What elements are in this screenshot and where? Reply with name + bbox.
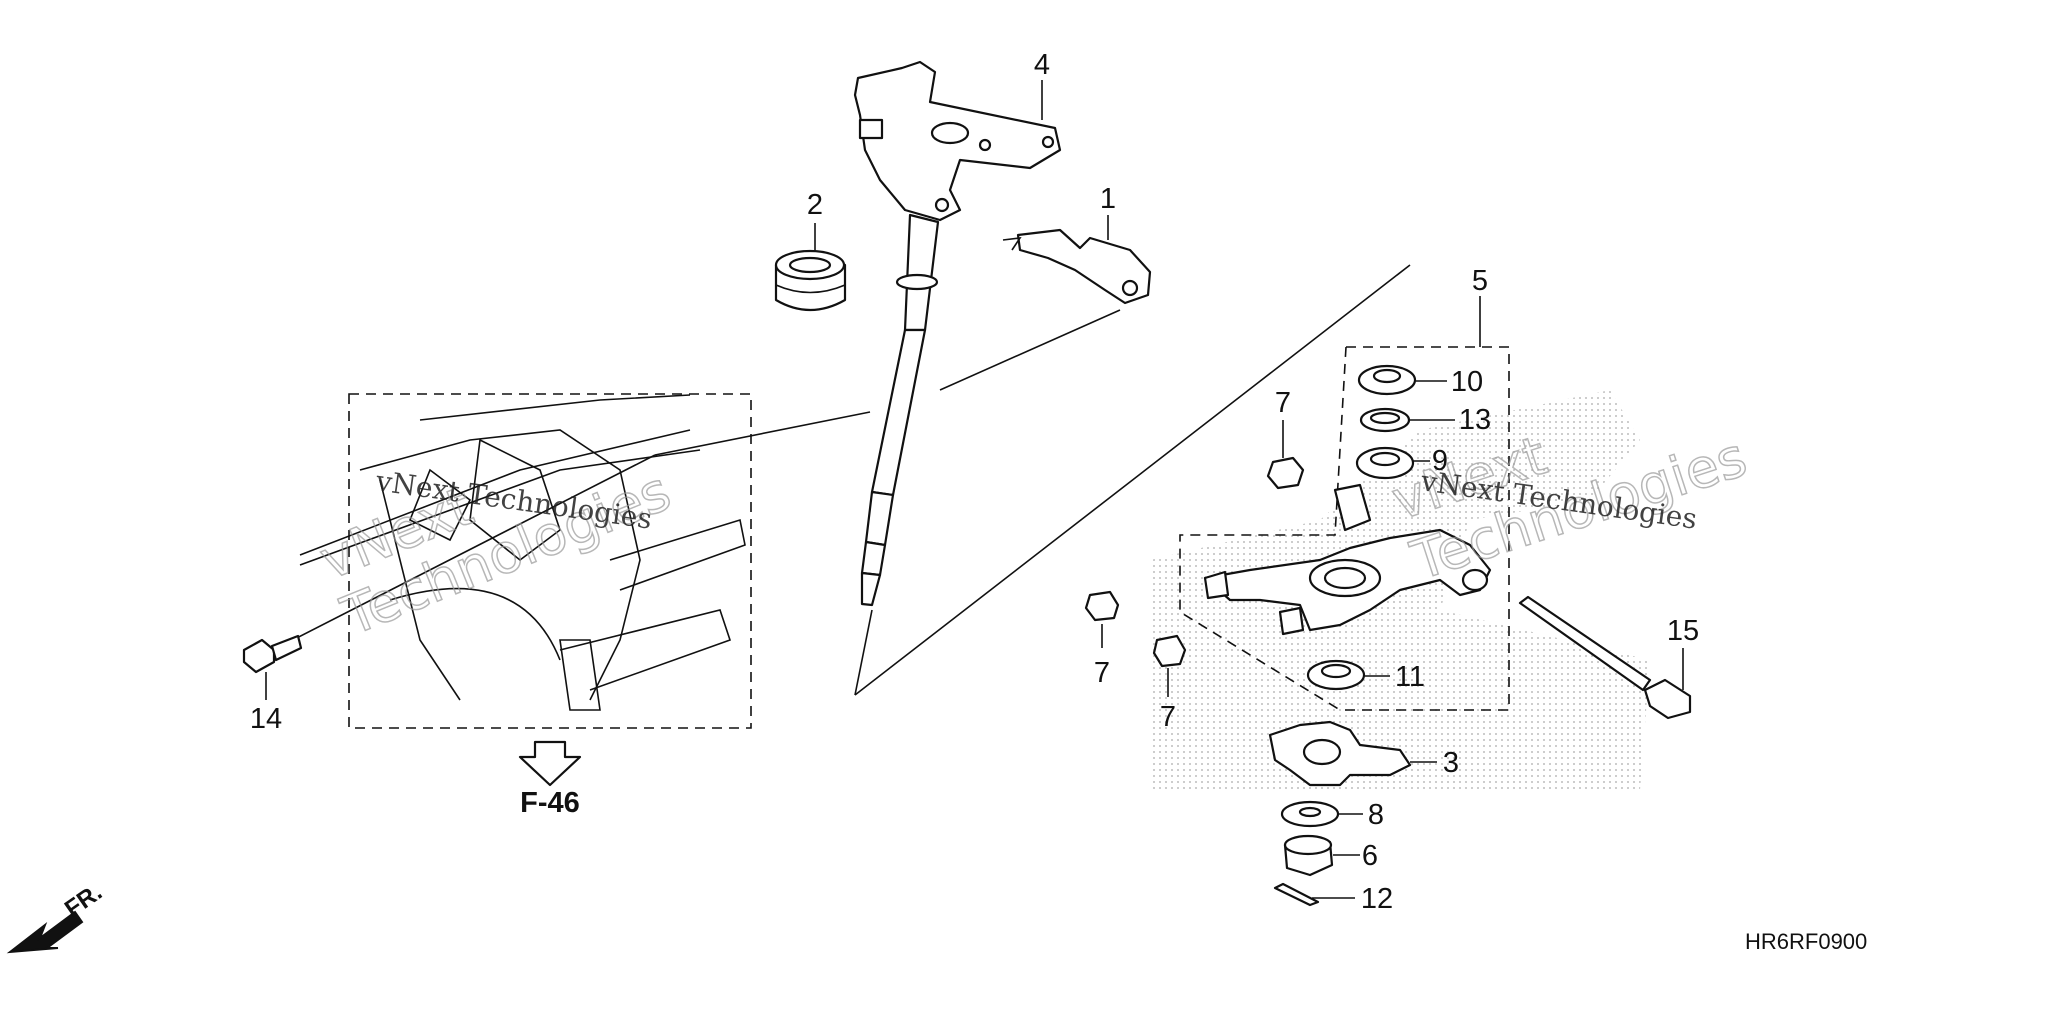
front-arrow-icon	[6, 910, 84, 954]
nut-icon	[1152, 634, 1187, 668]
knuckle-arm-icon	[1268, 720, 1412, 787]
callout-6: 6	[1362, 840, 1378, 872]
frame-reference-box	[299, 393, 752, 729]
callout-9: 9	[1432, 445, 1448, 477]
callout-12: 12	[1361, 883, 1393, 915]
bolt-icon	[242, 634, 303, 674]
cotter-pin-icon	[1273, 882, 1320, 907]
callout-7c: 7	[1160, 701, 1176, 733]
lower-arm-icon	[1203, 483, 1492, 636]
callout-7b: 7	[1094, 657, 1110, 689]
column-holder-icon	[853, 60, 1062, 222]
reference-label: F-46	[520, 787, 580, 819]
bearing-icon	[1355, 446, 1415, 480]
bushing-icon	[1306, 659, 1366, 691]
steering-column-icon	[860, 213, 940, 607]
callout-4: 4	[1034, 49, 1050, 81]
watermark-left: vNext Technologies vNext Technologies	[311, 459, 680, 649]
callout-10: 10	[1451, 366, 1483, 398]
callout-14: 14	[250, 703, 282, 735]
shaft-seal-icon	[774, 249, 847, 311]
callout-8: 8	[1368, 799, 1384, 831]
nut-icon	[1084, 590, 1120, 622]
castle-nut-icon	[1283, 834, 1334, 877]
callout-5: 5	[1472, 265, 1488, 297]
callout-7a: 7	[1275, 387, 1291, 419]
down-arrow-icon	[518, 740, 582, 787]
callout-3: 3	[1443, 747, 1459, 779]
callout-11: 11	[1395, 661, 1425, 693]
callout-1: 1	[1100, 183, 1116, 215]
leader-lines	[282, 264, 1411, 696]
assembly-bracket	[1179, 296, 1510, 711]
front-label: FR.	[60, 879, 107, 923]
callout-numbers: 1 2 3 4 5 6 7 7 7 8 9 10 11 12 13 14 15	[250, 49, 1699, 915]
callout-2: 2	[807, 189, 823, 221]
callout-15: 15	[1667, 615, 1699, 647]
seal-ring-icon	[1359, 407, 1411, 433]
callout-13: 13	[1459, 404, 1491, 436]
bearing-icon	[1357, 364, 1417, 396]
nut-icon	[1266, 456, 1305, 490]
column-clamp-icon	[1002, 228, 1152, 305]
diagram-code: HR6RF0900	[1745, 929, 1867, 954]
callout-leaders	[265, 80, 1684, 899]
washer-icon	[1280, 800, 1340, 828]
long-bolt-icon	[1518, 595, 1692, 720]
